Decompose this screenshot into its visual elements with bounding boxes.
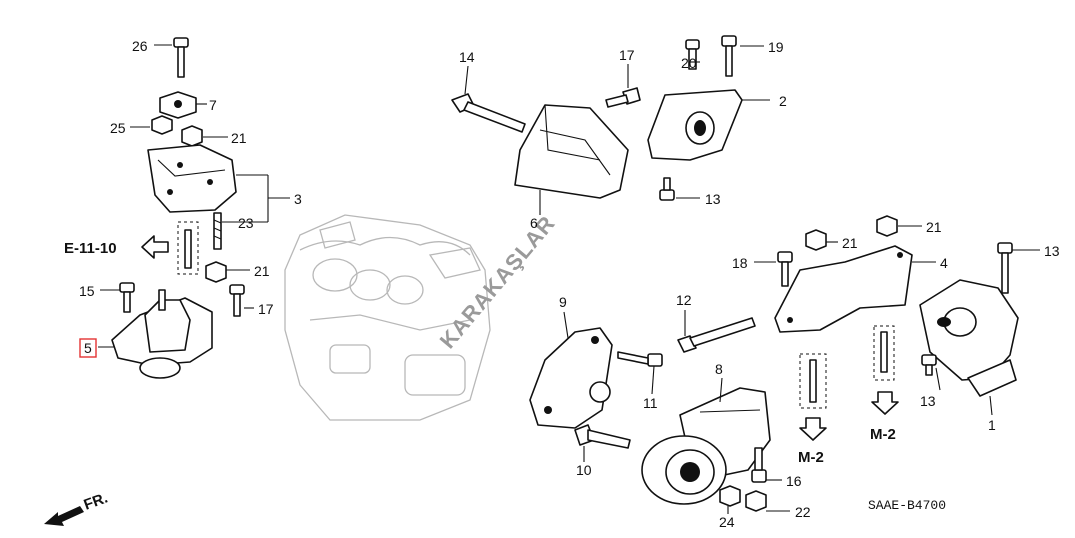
engine-outline (284, 214, 491, 421)
callout-21-a[interactable]: 21 (231, 130, 247, 146)
mount-2-icon (647, 89, 743, 161)
callout-13-a[interactable]: 13 (705, 191, 721, 207)
callout-13-b[interactable]: 13 (1044, 243, 1060, 259)
nut-21-right-b-icon (805, 229, 827, 251)
stud-dashed-box-left (177, 221, 199, 275)
nut-7-icon (159, 91, 197, 119)
bracket-3-icon (147, 144, 237, 213)
reference-m2-right[interactable]: M-2 (870, 426, 896, 443)
bolt-14-icon (451, 93, 526, 133)
bracket-6-icon (514, 104, 629, 199)
stud-dashed-box-center (799, 353, 827, 409)
nut-22-icon (745, 490, 767, 512)
callout-17-a[interactable]: 17 (258, 301, 274, 317)
callout-16[interactable]: 16 (786, 473, 802, 489)
callout-9[interactable]: 9 (559, 294, 567, 310)
callout-21-d[interactable]: 21 (842, 235, 858, 251)
front-arrow-icon (44, 506, 84, 526)
callout-numbers: 26 7 25 21 3 23 21 15 17 5 14 17 20 19 2… (79, 38, 1060, 530)
arrow-down-right-icon (871, 391, 899, 415)
callout-2[interactable]: 2 (779, 93, 787, 109)
bolt-17-top-icon (605, 87, 641, 108)
callout-18[interactable]: 18 (732, 255, 748, 271)
leader-lines (98, 44, 1040, 514)
callout-23[interactable]: 23 (238, 215, 254, 231)
bolt-17-left-icon (229, 284, 245, 317)
callout-10[interactable]: 10 (576, 462, 592, 478)
nut-21-mid-icon (205, 261, 227, 283)
stud-23-icon (213, 212, 222, 250)
bolt-13-right-icon (997, 242, 1013, 294)
callout-7[interactable]: 7 (209, 97, 217, 113)
bolt-19-icon (721, 35, 737, 77)
callout-13-c[interactable]: 13 (920, 393, 936, 409)
callout-20[interactable]: 20 (681, 55, 697, 71)
arrow-left-icon (141, 235, 169, 259)
front-label: FR. (82, 490, 111, 514)
bolt-13-top-icon (659, 177, 675, 201)
callout-21-c[interactable]: 21 (926, 219, 942, 235)
nut-21-top-icon (181, 125, 203, 147)
callout-8[interactable]: 8 (715, 361, 723, 377)
callout-15[interactable]: 15 (79, 283, 95, 299)
callout-6[interactable]: 6 (530, 215, 538, 231)
reference-m2-center[interactable]: M-2 (798, 449, 824, 466)
callout-12[interactable]: 12 (676, 292, 692, 308)
nut-24-icon (719, 485, 741, 507)
callout-4[interactable]: 4 (940, 255, 948, 271)
callout-25[interactable]: 25 (110, 120, 126, 136)
bolt-12-icon (677, 317, 756, 353)
callout-14[interactable]: 14 (459, 49, 475, 65)
watermark-text: KARAKAŞLAR (435, 211, 560, 354)
callout-1[interactable]: 1 (988, 417, 996, 433)
bolt-16-icon (751, 447, 767, 483)
arrow-down-center-icon (799, 417, 827, 441)
callout-26[interactable]: 26 (132, 38, 148, 54)
bracket-8-icon (641, 387, 771, 505)
callout-11[interactable]: 11 (643, 395, 658, 411)
callout-22[interactable]: 22 (795, 504, 811, 520)
stud-dashed-box-right (873, 325, 895, 381)
nut-21-right-a-icon (876, 215, 898, 237)
bolt-20-icon (685, 39, 700, 70)
callout-21-b[interactable]: 21 (254, 263, 270, 279)
bolt-18-icon (777, 251, 793, 287)
bracket-9-icon (529, 327, 613, 429)
callout-19[interactable]: 19 (768, 39, 784, 55)
bolt-10-icon (574, 424, 631, 449)
callout-17-b[interactable]: 17 (619, 47, 635, 63)
bolt-15-icon (119, 282, 135, 313)
reference-e-11-10[interactable]: E-11-10 (64, 240, 117, 257)
nut-25-icon (151, 115, 173, 135)
mount-5-icon (111, 289, 213, 379)
bolt-11-icon (617, 351, 663, 367)
bracket-4-icon (774, 245, 913, 333)
bolt-13-lower-icon (921, 354, 937, 376)
mount-1-icon (919, 279, 1019, 397)
callout-3[interactable]: 3 (294, 191, 302, 207)
callout-24[interactable]: 24 (719, 514, 735, 530)
diagram-code: SAAE-B4700 (868, 498, 946, 513)
selected-part-highlight (79, 338, 97, 358)
callout-5[interactable]: 5 (84, 340, 92, 356)
bolt-26-icon (173, 37, 189, 78)
